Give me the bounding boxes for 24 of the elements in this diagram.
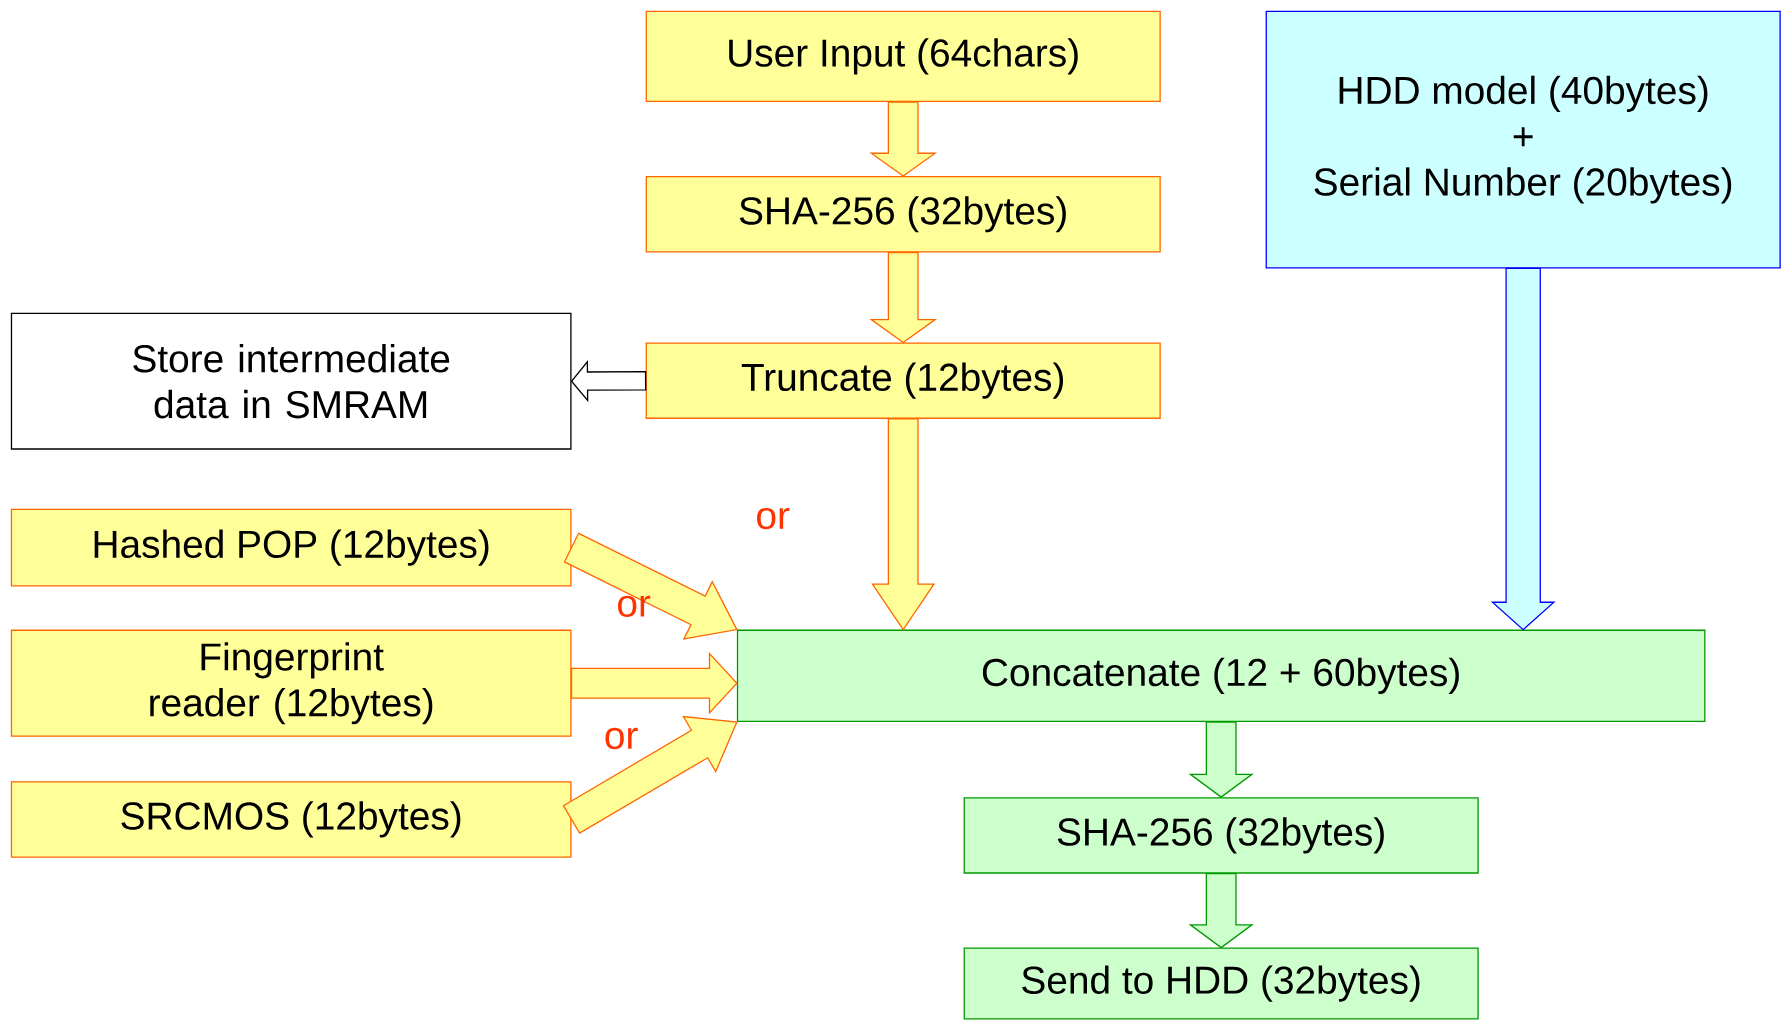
process-box: Concatenate (12 + 60bytes) xyxy=(736,629,1706,722)
block-arrow xyxy=(1188,721,1254,798)
or-label: or xyxy=(757,507,790,530)
block-arrow xyxy=(1490,267,1556,631)
process-box: Send to HDD (32bytes) xyxy=(963,947,1479,1020)
block-arrow xyxy=(570,359,647,403)
process-box: SHA-256 (32bytes) xyxy=(963,797,1479,874)
process-box: HDD model (40bytes) + Serial Number (20bytes) xyxy=(1265,10,1781,269)
process-box: SRCMOS (12bytes) xyxy=(10,781,572,858)
process-box: Fingerprint reader (12bytes) xyxy=(10,629,572,737)
process-box: User Input (64chars) xyxy=(645,10,1161,102)
process-box: SHA-256 (32bytes) xyxy=(645,175,1161,253)
process-box: Store intermediate data in SMRAM xyxy=(10,312,572,450)
process-box: Truncate (12bytes) xyxy=(645,342,1161,419)
block-arrow xyxy=(869,251,938,344)
or-label: or xyxy=(605,727,638,750)
block-arrow xyxy=(869,101,938,177)
process-box: Hashed POP (12bytes) xyxy=(10,508,572,587)
block-arrow xyxy=(563,532,738,640)
block-arrow xyxy=(562,715,738,834)
or-label: or xyxy=(618,595,651,617)
block-arrow xyxy=(1188,872,1254,949)
block-arrow xyxy=(570,651,738,715)
block-arrow xyxy=(871,418,936,631)
